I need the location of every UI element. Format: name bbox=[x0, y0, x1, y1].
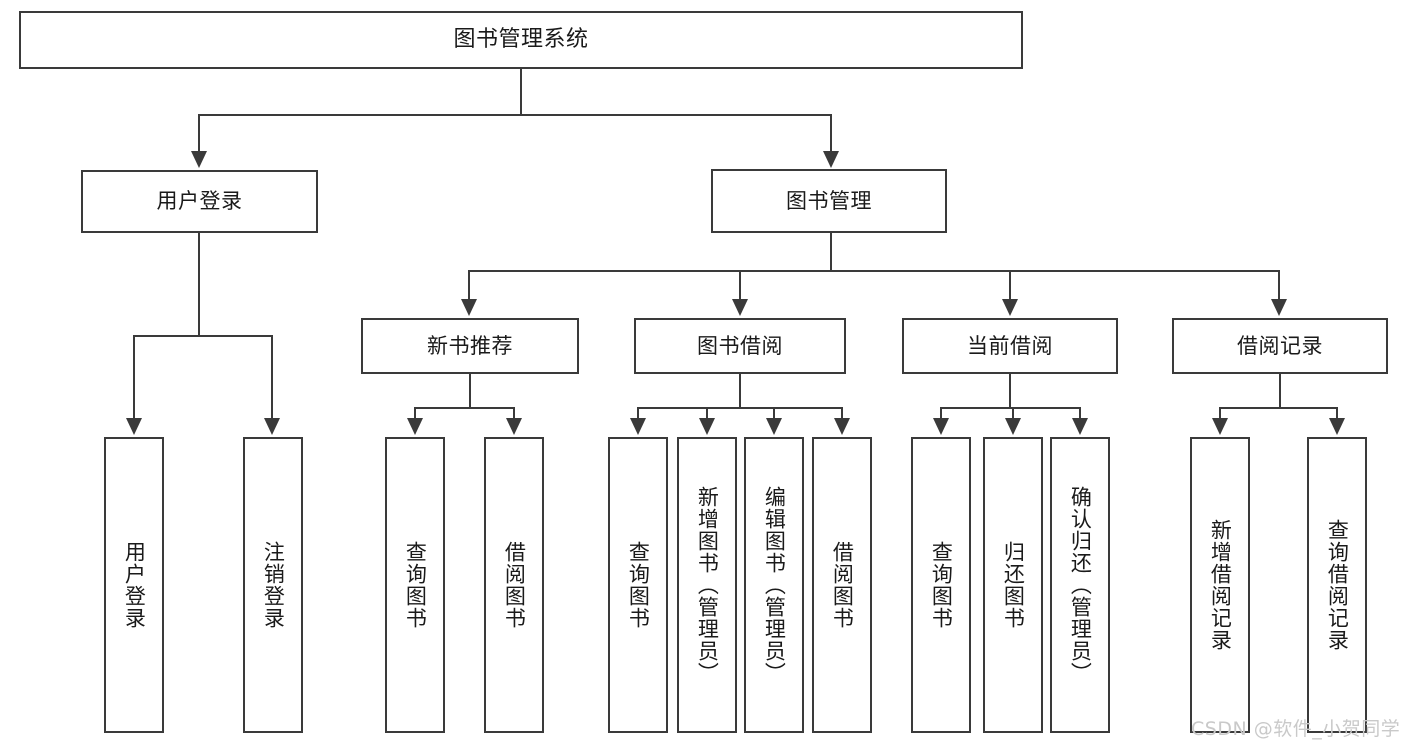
arrow-leaf-return-book bbox=[1005, 418, 1021, 435]
connector-root-stem bbox=[520, 69, 522, 114]
connector-current-borrow-drop-3 bbox=[1079, 407, 1081, 420]
leaf-add-book[interactable]: 新增图书（管理员） bbox=[677, 437, 737, 733]
connector-user-login-drop-1 bbox=[133, 335, 135, 420]
connector-book-borrow-drop-1 bbox=[637, 407, 639, 420]
arrow-leaf-query-book-new bbox=[407, 418, 423, 435]
connector-book-borrow-drop-2 bbox=[706, 407, 708, 420]
connector-new-book-stem bbox=[469, 374, 471, 407]
arrow-current-borrow bbox=[1002, 299, 1018, 316]
arrow-leaf-query-book-borrow bbox=[630, 418, 646, 435]
leaf-borrow-book[interactable]: 借阅图书 bbox=[812, 437, 872, 733]
arrow-leaf-logout-login bbox=[264, 418, 280, 435]
leaf-user-login[interactable]: 用户登录 bbox=[104, 437, 164, 733]
leaf-return-book[interactable]: 归还图书 bbox=[983, 437, 1043, 733]
connector-user-login-stem bbox=[198, 233, 200, 335]
connector-book-management-bar bbox=[468, 270, 1280, 272]
leaf-add-record[interactable]: 新增借阅记录 bbox=[1190, 437, 1250, 733]
arrow-borrow-records bbox=[1271, 299, 1287, 316]
connector-new-book-drop-1 bbox=[414, 407, 416, 420]
connector-new-book-bar bbox=[414, 407, 515, 409]
leaf-borrow-book-new[interactable]: 借阅图书 bbox=[484, 437, 544, 733]
connector-borrow-records-bar bbox=[1219, 407, 1337, 409]
arrow-leaf-borrow-book bbox=[834, 418, 850, 435]
node-borrow-records[interactable]: 借阅记录 bbox=[1172, 318, 1388, 374]
connector-user-login-bar bbox=[133, 335, 273, 337]
arrow-to-user-login bbox=[191, 151, 207, 168]
connector-borrow-records-drop-2 bbox=[1336, 407, 1338, 420]
connector-drop-new-book bbox=[468, 270, 470, 301]
leaf-confirm-return[interactable]: 确认归还（管理员） bbox=[1050, 437, 1110, 733]
leaf-query-book-borrow[interactable]: 查询图书 bbox=[608, 437, 668, 733]
connector-current-borrow-drop-2 bbox=[1012, 407, 1014, 420]
arrow-to-book-management bbox=[823, 151, 839, 168]
connector-current-borrow-stem bbox=[1009, 374, 1011, 407]
connector-current-borrow-drop-1 bbox=[940, 407, 942, 420]
arrow-leaf-user-login bbox=[126, 418, 142, 435]
arrow-leaf-add-book bbox=[699, 418, 715, 435]
arrow-leaf-add-record bbox=[1212, 418, 1228, 435]
arrow-new-book-recommend bbox=[461, 299, 477, 316]
connector-user-login-drop-2 bbox=[271, 335, 273, 420]
connector-drop-current-borrow bbox=[1009, 270, 1011, 301]
connector-to-book-management bbox=[830, 114, 832, 153]
node-root-system[interactable]: 图书管理系统 bbox=[19, 11, 1023, 69]
leaf-logout-login[interactable]: 注销登录 bbox=[243, 437, 303, 733]
connector-borrow-records-stem bbox=[1279, 374, 1281, 407]
leaf-query-book-new[interactable]: 查询图书 bbox=[385, 437, 445, 733]
connector-current-borrow-bar bbox=[940, 407, 1080, 409]
connector-book-borrow-bar bbox=[637, 407, 842, 409]
node-new-book-recommend[interactable]: 新书推荐 bbox=[361, 318, 579, 374]
node-book-management[interactable]: 图书管理 bbox=[711, 169, 947, 233]
arrow-leaf-query-book-cur bbox=[933, 418, 949, 435]
connector-book-management-stem bbox=[830, 233, 832, 270]
arrow-leaf-edit-book bbox=[766, 418, 782, 435]
arrow-book-borrow bbox=[732, 299, 748, 316]
csdn-watermark: CSDN @软件_小贺同学 bbox=[1191, 718, 1401, 740]
connector-borrow-records-drop-1 bbox=[1219, 407, 1221, 420]
arrow-leaf-confirm-return bbox=[1072, 418, 1088, 435]
connector-drop-book-borrow bbox=[739, 270, 741, 301]
connector-book-borrow-drop-4 bbox=[841, 407, 843, 420]
leaf-edit-book[interactable]: 编辑图书（管理员） bbox=[744, 437, 804, 733]
leaf-query-record[interactable]: 查询借阅记录 bbox=[1307, 437, 1367, 733]
connector-new-book-drop-2 bbox=[513, 407, 515, 420]
connector-to-user-login bbox=[198, 114, 200, 153]
node-current-borrow[interactable]: 当前借阅 bbox=[902, 318, 1118, 374]
arrow-leaf-query-record bbox=[1329, 418, 1345, 435]
node-book-borrow[interactable]: 图书借阅 bbox=[634, 318, 846, 374]
node-user-login[interactable]: 用户登录 bbox=[81, 170, 318, 233]
connector-book-borrow-stem bbox=[739, 374, 741, 407]
leaf-query-book-cur[interactable]: 查询图书 bbox=[911, 437, 971, 733]
connector-drop-borrow-records bbox=[1278, 270, 1280, 301]
arrow-leaf-borrow-book-new bbox=[506, 418, 522, 435]
connector-root-bar bbox=[198, 114, 832, 116]
connector-book-borrow-drop-3 bbox=[773, 407, 775, 420]
